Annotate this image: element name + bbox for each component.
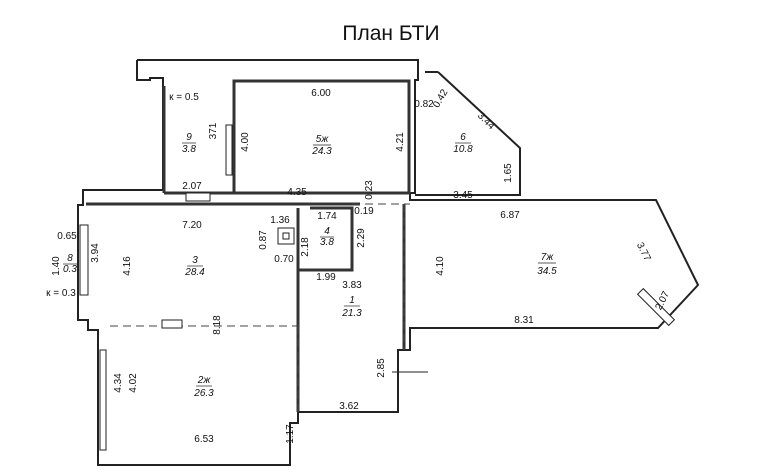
room-5-area: 24.3 — [311, 146, 332, 157]
dim-3-71: 371 — [208, 122, 219, 139]
room-6-number: 6 — [460, 132, 466, 143]
room-3-number: 3 — [192, 255, 198, 266]
dim-2-29: 2.29 — [356, 228, 367, 248]
dim-4-10: 4.10 — [435, 256, 446, 276]
dim-0-19: 0.19 — [354, 206, 374, 217]
dim-1-17: 1.17 — [285, 424, 296, 444]
vent-shaft — [277, 227, 295, 245]
room-1-area: 21.3 — [341, 308, 362, 319]
dim-1-65: 1.65 — [503, 163, 514, 183]
dim-2-07-top: 2.07 — [182, 181, 202, 192]
dim-4-34: 4.34 — [113, 373, 124, 393]
dim-3-83: 3.83 — [342, 280, 362, 291]
walls — [77, 59, 700, 466]
windows — [79, 124, 676, 451]
room-4-area: 3.8 — [320, 237, 334, 248]
dim-0-87: 0.87 — [258, 230, 269, 250]
window-room7 — [636, 287, 676, 327]
dim-2-18: 2.18 — [300, 237, 311, 257]
dim-3-44: 3.44 — [475, 110, 497, 132]
dim-2-07-right: 2.07 — [653, 289, 672, 312]
dim-6-87: 6.87 — [500, 210, 520, 221]
dim-0-82: 0.82 — [414, 99, 434, 110]
interior-walls — [86, 79, 411, 412]
exterior-outline — [77, 59, 700, 466]
wall-room4 — [298, 206, 354, 272]
window-hall-door — [185, 192, 211, 202]
window-room9 — [225, 124, 233, 176]
dim-1-74: 1.74 — [317, 211, 337, 222]
kitchen-fixture — [161, 319, 183, 329]
dim-4-02: 4.02 — [128, 373, 139, 393]
dim-2-85: 2.85 — [376, 358, 387, 378]
room-9-number: 9 — [186, 132, 192, 143]
dim-6-53: 6.53 — [194, 434, 214, 445]
dim-3-77: 3.77 — [634, 241, 653, 264]
window-room3 — [79, 224, 89, 296]
room-8-number: 8 — [67, 253, 73, 264]
room-labels: 9 3.8 5ж 24.3 6 10.8 3 28.4 4 3.8 7ж 34.… — [63, 132, 557, 399]
dim-0-42: 0.42 — [431, 87, 450, 110]
room-7-area: 34.5 — [537, 266, 557, 277]
dim-0-65: 0.65 — [57, 231, 77, 242]
room-6-area: 10.8 — [453, 144, 473, 155]
dim-7-20: 7.20 — [182, 220, 202, 231]
dim-8-31: 8.31 — [514, 315, 534, 326]
room6-outer-wall — [415, 71, 521, 196]
room-9-area: 3.8 — [182, 144, 196, 155]
coef-k-0-3: к = 0.3 — [46, 288, 76, 299]
room-2-area: 26.3 — [193, 388, 214, 399]
room-7-number: 7ж — [541, 252, 555, 263]
dim-3-45: 3.45 — [453, 190, 473, 201]
dim-0-23: 0.23 — [364, 180, 375, 200]
dim-1-36: 1.36 — [270, 215, 290, 226]
coef-k-0-5: к = 0.5 — [169, 92, 199, 103]
dim-8-18: 8.18 — [212, 315, 223, 335]
room-3-area: 28.4 — [184, 267, 205, 278]
dim-0-70: 0.70 — [274, 254, 294, 265]
dim-1-40: 1.40 — [51, 256, 62, 276]
room-8-area: 0.3 — [63, 264, 77, 275]
dim-3-94: 3.94 — [90, 243, 101, 263]
window-room2 — [99, 349, 107, 451]
dim-3-62: 3.62 — [339, 401, 359, 412]
room-4-number: 4 — [324, 226, 330, 237]
dim-4-21: 4.21 — [395, 132, 406, 152]
dim-1-99: 1.99 — [316, 272, 336, 283]
dashed-lines — [110, 203, 410, 412]
dim-4-16: 4.16 — [122, 256, 133, 276]
plan-title: План БТИ — [342, 22, 440, 45]
room-1-number: 1 — [349, 295, 355, 306]
wall-room5 — [232, 79, 411, 195]
dim-4-35: 4.35 — [287, 187, 307, 198]
room-5-number: 5ж — [316, 134, 330, 145]
dim-6-00: 6.00 — [311, 88, 331, 99]
room-2-number: 2ж — [197, 375, 212, 386]
dimension-labels: 6.00 371 4.00 4.21 0.82 0.42 3.44 1.65 2… — [46, 87, 672, 445]
dim-4-00: 4.00 — [240, 132, 251, 152]
